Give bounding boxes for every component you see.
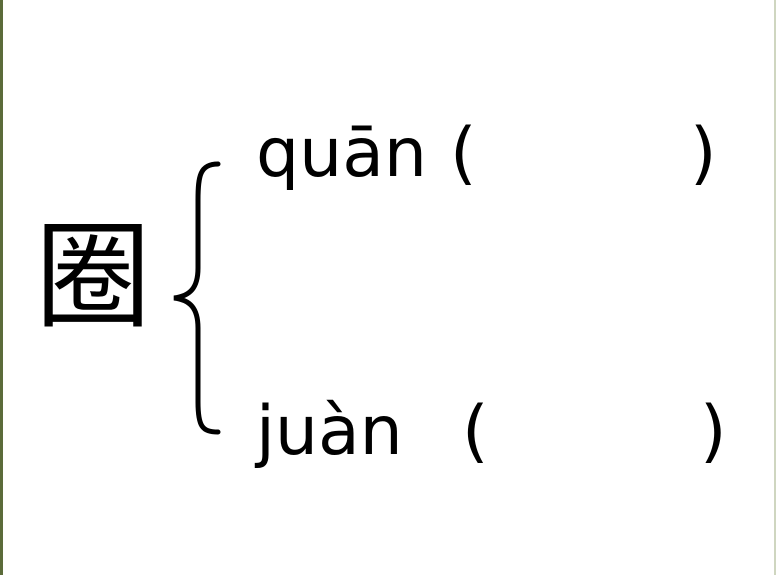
curly-brace [173,161,221,435]
answer-blank-open-paren-2: ( [462,392,489,471]
answer-blank-close-paren-1: ) [690,114,717,193]
right-border [774,0,776,575]
left-border [0,0,3,575]
answer-blank-close-paren-2: ) [700,392,727,471]
pinyin-reading-quan: quān [256,114,428,193]
chinese-character: 圈 [35,210,151,345]
answer-blank-open-paren-1: ( [450,114,477,193]
pinyin-reading-juan: juàn [256,392,403,471]
brace-path [173,161,221,435]
